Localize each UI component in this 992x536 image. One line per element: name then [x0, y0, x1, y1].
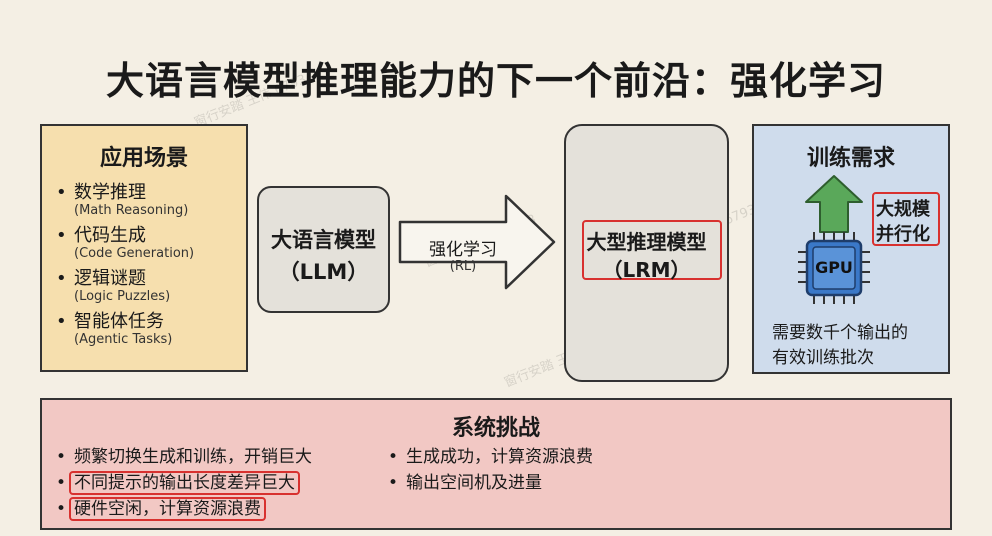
app-item-zh: 智能体任务	[74, 311, 164, 332]
list-item: 不同提示的输出长度差异巨大	[56, 470, 312, 496]
challenge-text-highlighted: 不同提示的输出长度差异巨大	[69, 471, 300, 495]
arrow-up-icon	[805, 175, 863, 233]
app-item-zh: 数学推理	[74, 182, 146, 203]
page-title: 大语言模型推理能力的下一个前沿：强化学习	[105, 59, 886, 103]
list-item: 逻辑谜题 (Logic Puzzles)	[56, 268, 194, 305]
llm-abbrev: （LLM）	[278, 260, 369, 284]
challenges-list-left: 频繁切换生成和训练，开销巨大 不同提示的输出长度差异巨大 硬件空闲，计算资源浪费	[56, 444, 312, 522]
lrm-label: 大型推理模型	[586, 230, 707, 254]
training-heading: 训练需求	[806, 146, 895, 171]
gpu-label: GPU	[815, 258, 853, 277]
app-item-en: (Agentic Tasks)	[74, 332, 173, 347]
highlight-box	[872, 192, 940, 246]
gpu-chip-icon	[798, 232, 870, 304]
challenge-text: 生成成功，计算资源浪费	[406, 447, 593, 467]
challenge-text-highlighted: 硬件空闲，计算资源浪费	[69, 497, 266, 521]
list-item: 生成成功，计算资源浪费	[388, 444, 593, 470]
application-scenarios-panel: 应用场景 数学推理 (Math Reasoning) 代码生成 (Code Ge…	[40, 124, 248, 372]
challenge-text: 频繁切换生成和训练，开销巨大	[74, 447, 312, 467]
app-item-zh: 逻辑谜题	[74, 268, 146, 289]
system-challenges-panel: 系统挑战 频繁切换生成和训练，开销巨大 不同提示的输出长度差异巨大 硬件空闲，计…	[40, 398, 952, 530]
arrow-right-icon	[398, 194, 556, 290]
challenges-list-right: 生成成功，计算资源浪费 输出空间机及进量	[388, 444, 593, 496]
requirement-text: 有效训练批次	[772, 348, 874, 368]
highlight-box	[582, 220, 722, 280]
list-item: 频繁切换生成和训练，开销巨大	[56, 444, 312, 470]
training-requirements-panel: 训练需求 GPU 大规模 并行化 需要数千个输出的 有效训练批次	[752, 124, 950, 374]
apps-list: 数学推理 (Math Reasoning) 代码生成 (Code Generat…	[56, 182, 194, 354]
app-item-en: (Code Generation)	[74, 246, 195, 261]
app-item-en: (Math Reasoning)	[74, 203, 189, 218]
challenge-text: 输出空间机及进量	[406, 473, 542, 493]
scale-text: 大规模	[876, 199, 930, 220]
llm-label: 大语言模型	[271, 228, 376, 252]
challenges-heading: 系统挑战	[451, 416, 540, 441]
list-item: 智能体任务 (Agentic Tasks)	[56, 311, 194, 348]
list-item: 输出空间机及进量	[388, 470, 593, 496]
arrow-sublabel: (RL)	[449, 259, 477, 274]
rl-arrow: 强化学习 (RL)	[398, 192, 558, 292]
app-item-zh: 代码生成	[74, 225, 146, 246]
lrm-box: 大型推理模型 （LRM）	[564, 124, 729, 382]
gpu-illustration: GPU	[796, 174, 872, 304]
lrm-abbrev: （LRM）	[602, 258, 691, 282]
list-item: 代码生成 (Code Generation)	[56, 225, 194, 262]
scale-text: 并行化	[876, 224, 930, 245]
arrow-label: 强化学习	[429, 240, 497, 260]
llm-box: 大语言模型 （LLM）	[257, 186, 390, 313]
apps-heading: 应用场景	[99, 146, 188, 171]
list-item: 数学推理 (Math Reasoning)	[56, 182, 194, 219]
list-item: 硬件空闲，计算资源浪费	[56, 496, 312, 522]
requirement-text: 需要数千个输出的	[772, 323, 908, 343]
app-item-en: (Logic Puzzles)	[74, 289, 171, 304]
